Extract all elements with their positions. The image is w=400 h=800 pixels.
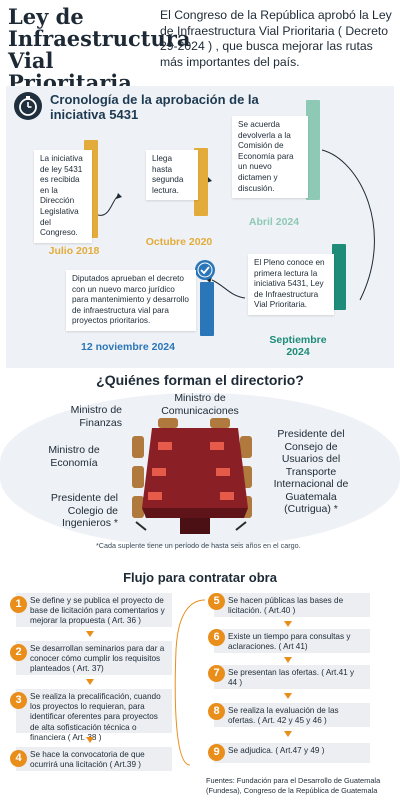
flow-step-6-number: 6 [208,629,225,646]
checkmark-icon [194,259,216,286]
timeline-bar-3 [306,100,320,200]
flow-step-9: Se adjudica. ( Art.47 y 49 ) [214,743,370,763]
role-ministro-economia: Ministro de Economía [48,444,100,469]
timeline-card-3: Se acuerda devolverla a la Comisión de E… [232,116,308,199]
flow-step-5-number: 5 [208,593,225,610]
timeline-date-5: 12 noviembre 2024 [81,341,175,353]
flow-step-4: Se hace la convocatoria de que ocurrirá … [16,747,172,771]
timeline-title: Cronología de la aprobación de la inicia… [50,92,259,122]
role-ministro-finanzas: Ministro de Finanzas [70,404,122,429]
flow-step-2-number: 2 [10,644,27,661]
timeline-card-2: Llega hasta segunda lectura. [146,150,198,201]
flow-step-7-number: 7 [208,665,225,682]
flujo-title: Flujo para contratar obra [123,570,277,585]
flow-step-8: Se realiza la evaluación de las ofertas.… [214,703,370,727]
directorio-title: ¿Quiénes forman el directorio? [96,372,304,388]
flow-arrow-5 [284,621,292,627]
flow-step-7: Se presentan las ofertas. ( Art.41 y 44 … [214,665,370,689]
flow-step-3: Se realiza la precalificación, cuando lo… [16,689,172,742]
timeline-card-4: El Pleno conoce en primera lectura la in… [248,254,334,315]
sources-text: Fuentes: Fundación para el Desarrollo de… [206,776,381,795]
flow-arrow-3 [86,737,94,743]
flow-step-3-number: 3 [10,692,27,709]
flow-step-8-number: 8 [208,703,225,720]
flow-step-1: Se define y se publica el proyecto de ba… [16,593,172,627]
title-line-2: Infraestructura [8,26,191,51]
title-line-1: Ley de [8,4,84,29]
timeline-date-3: Abril 2024 [248,216,300,228]
timeline-card-5: Diputados aprueban el decreto con un nue… [66,270,196,331]
stopwatch-icon [14,92,42,120]
timeline-date-1: Julio 2018 [48,245,100,257]
flow-step-1-number: 1 [10,596,27,613]
timeline-date-4: Septiembre 2024 [269,334,327,358]
flow-step-4-number: 4 [10,750,27,767]
timeline-card-1: La iniciativa de ley 5431 es recibida en… [34,150,92,243]
flow-arrow-8 [284,731,292,737]
flow-step-2: Se desarrollan seminarios para dar a con… [16,641,172,675]
timeline-date-2: Octubre 2020 [145,236,213,248]
flow-step-5: Se hacen públicas las bases de licitació… [214,593,370,617]
directorio-footnote: *Cada suplente tiene un período de hasta… [96,541,301,550]
flow-arrow-6 [284,657,292,663]
meeting-table-illustration [132,418,252,534]
flow-arrow-7 [284,693,292,699]
role-presidente-ingenieros: Presidente del Colegio de Ingenieros * [50,492,118,529]
flow-arrow-1 [86,631,94,637]
flow-step-6: Existe un tiempo para consultas y aclara… [214,629,370,653]
flow-step-9-number: 9 [208,744,225,761]
role-presidente-consejo: Presidente del Consejo de Usuarios del T… [273,428,349,515]
timeline-bar-4 [332,244,346,310]
role-ministro-comunicaciones: Ministro de Comunicaciones [161,392,239,417]
timeline-bar-5 [200,282,214,336]
flow-arrow-2 [86,679,94,685]
intro-text: El Congreso de la República aprobó la Le… [160,8,392,69]
